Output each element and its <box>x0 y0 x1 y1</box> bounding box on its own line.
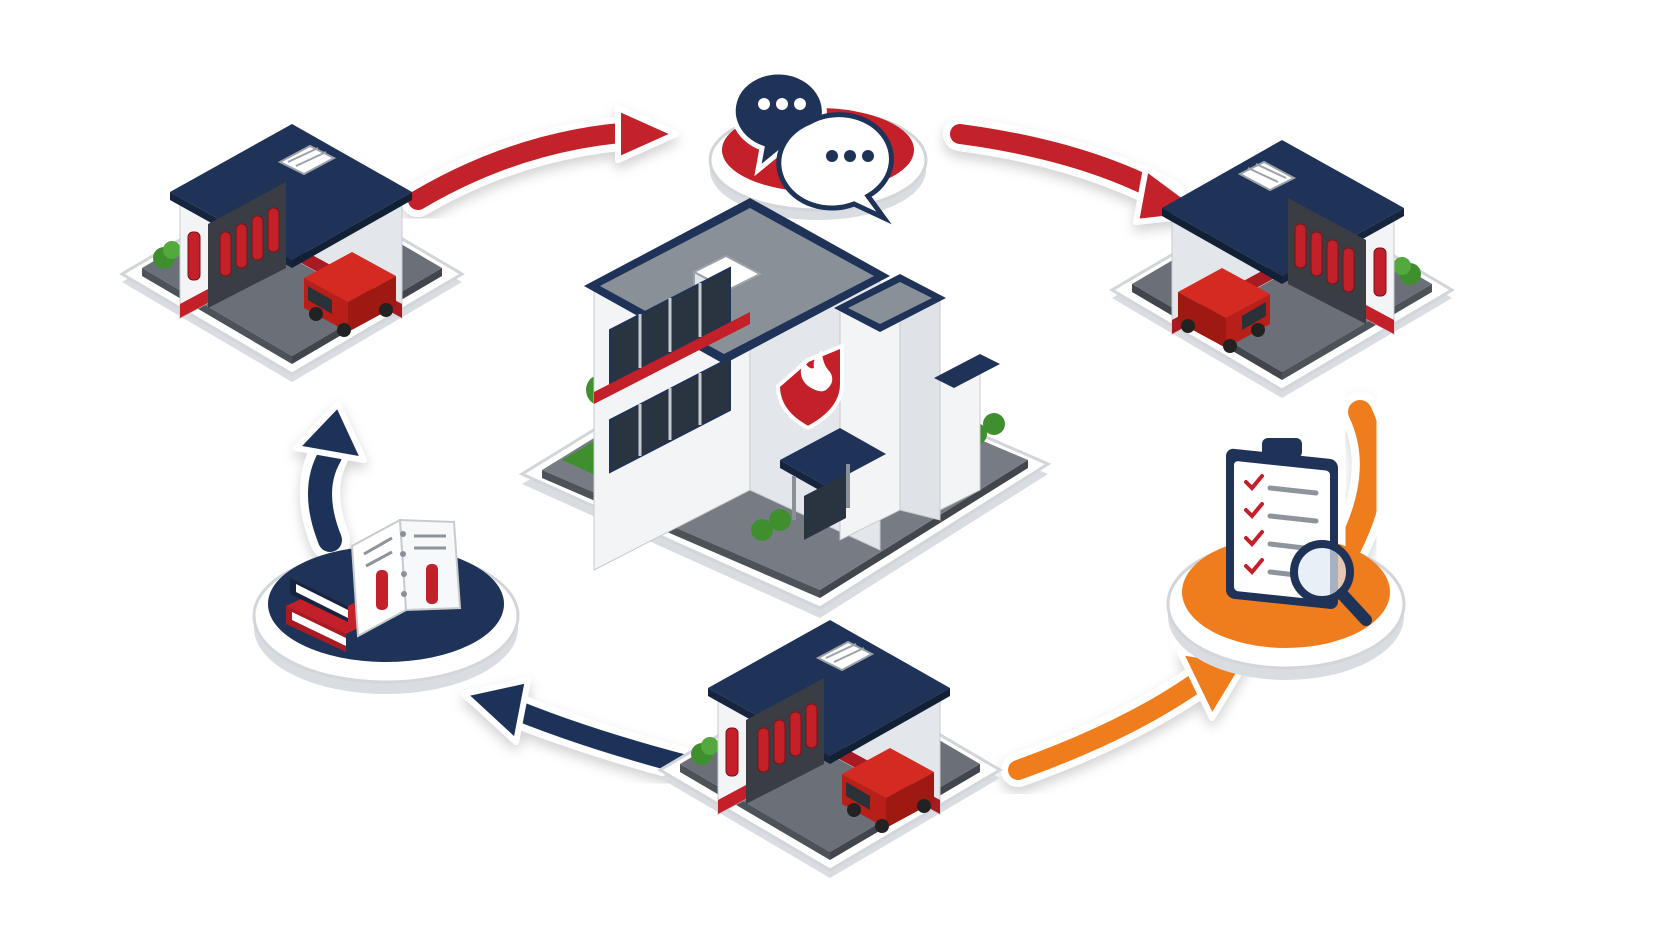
inspection-step <box>1166 438 1406 680</box>
shield-flame-emblem-icon <box>775 343 844 431</box>
arrow-depot-to-inspection <box>1330 392 1392 566</box>
arrow-bottom-depot-to-inspection <box>1001 649 1249 787</box>
training-manuals-step <box>252 518 520 694</box>
service-depot-top-right <box>1110 134 1454 400</box>
service-depot-top-left <box>120 118 464 384</box>
garage-extinguishers-red-van-icon <box>170 118 171 119</box>
garage-extinguishers-red-van-icon <box>708 614 709 615</box>
arrow-communication-to-depot <box>943 117 1211 225</box>
central-fire-service-headquarters <box>518 198 1052 618</box>
garage-extinguishers-red-van-icon <box>1403 134 1404 135</box>
arrow-depot-to-training <box>461 677 707 783</box>
clipboard-checklist-magnifier-icon <box>1226 438 1372 626</box>
books-extinguisher-manual-icon <box>286 518 462 652</box>
chat-bubbles-icon <box>730 69 894 225</box>
arrow-training-to-depot <box>293 401 367 560</box>
service-depot-bottom <box>658 614 1002 880</box>
communication-step <box>708 69 928 225</box>
office-building-shield-flame-icon <box>518 198 1052 618</box>
arrow-depot-to-communication <box>401 105 679 217</box>
flow-arrows <box>293 105 1392 787</box>
